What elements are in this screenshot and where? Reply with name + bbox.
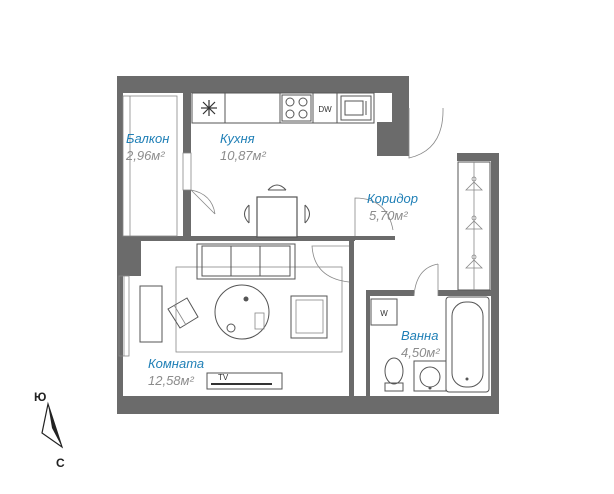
corridor-area: 5,70м² [369,208,408,223]
washer-label: W [380,309,388,318]
stove-icon [281,94,312,122]
wall-corridor-divider [355,236,395,240]
wardrobe [457,161,491,291]
room-door [311,245,350,283]
tv-label: TV [218,373,229,382]
bath-door [413,263,439,297]
wall-wardrobe-top [457,153,499,161]
compass-arrow-fill [48,404,62,447]
bath-area: 4,50м² [401,345,440,360]
wall-top [117,76,409,93]
room-window [118,275,130,357]
living-room-furniture: TV [139,243,343,390]
wall-corner-block [377,122,409,156]
sofa [196,243,296,280]
compass-north: С [56,456,65,470]
room-labels: Балкон 2,96м² Кухня 10,87м² Коридор 5,70… [125,131,440,388]
corridor-name: Коридор [367,191,418,206]
wall-balcony-upper [183,93,191,153]
walls [117,76,499,414]
coffee-table [214,284,270,340]
kitchen-name: Кухня [220,131,255,146]
hanger-icon [465,176,483,191]
balcony-door [190,189,216,215]
chair-left [244,204,250,224]
compass: Ю С [34,390,65,470]
dining-set [244,184,310,238]
side-table [139,285,163,343]
washbasin [413,360,447,392]
snowflake-icon [201,100,217,116]
room-name: Комната [148,356,204,371]
bath-name: Ванна [401,328,438,343]
wall-bath-top [366,290,414,296]
toilet [384,357,404,392]
counter-top [191,92,375,124]
entrance-door [408,107,444,159]
wall-kitchen-bottom [141,236,355,241]
balcony-area: 2,96м² [125,148,165,163]
hanger-icon [465,215,483,230]
kitchen-area: 10,87м² [220,148,266,163]
kitchen-door [354,197,394,236]
wall-bath-top-right [438,290,491,296]
dining-table [256,196,298,238]
wall-bottom [117,396,499,414]
wall-room-right [349,240,354,396]
balcony-window [182,152,192,191]
armchair-right [290,295,328,339]
armchair-left [167,297,199,329]
chair-top [267,184,287,191]
room-area: 12,58м² [148,373,194,388]
kitchen-counter: DW [191,92,375,124]
wall-left-block [117,236,141,276]
chair-right [304,204,310,224]
bathroom-fixtures: W [370,296,490,393]
dishwasher-label: DW [318,105,332,114]
balcony-name: Балкон [126,131,169,146]
wall-right [491,153,499,414]
balcony [122,95,192,237]
hanger-icon [465,254,483,269]
wall-bath-left [366,290,370,396]
compass-south: Ю [34,390,46,404]
wall-balcony-lower [183,190,191,236]
rug [175,266,343,353]
balcony-glazing [122,95,178,237]
tv-stand: TV [206,372,283,390]
sink-icon [340,95,372,121]
bathtub [445,296,490,393]
washer [370,298,398,326]
